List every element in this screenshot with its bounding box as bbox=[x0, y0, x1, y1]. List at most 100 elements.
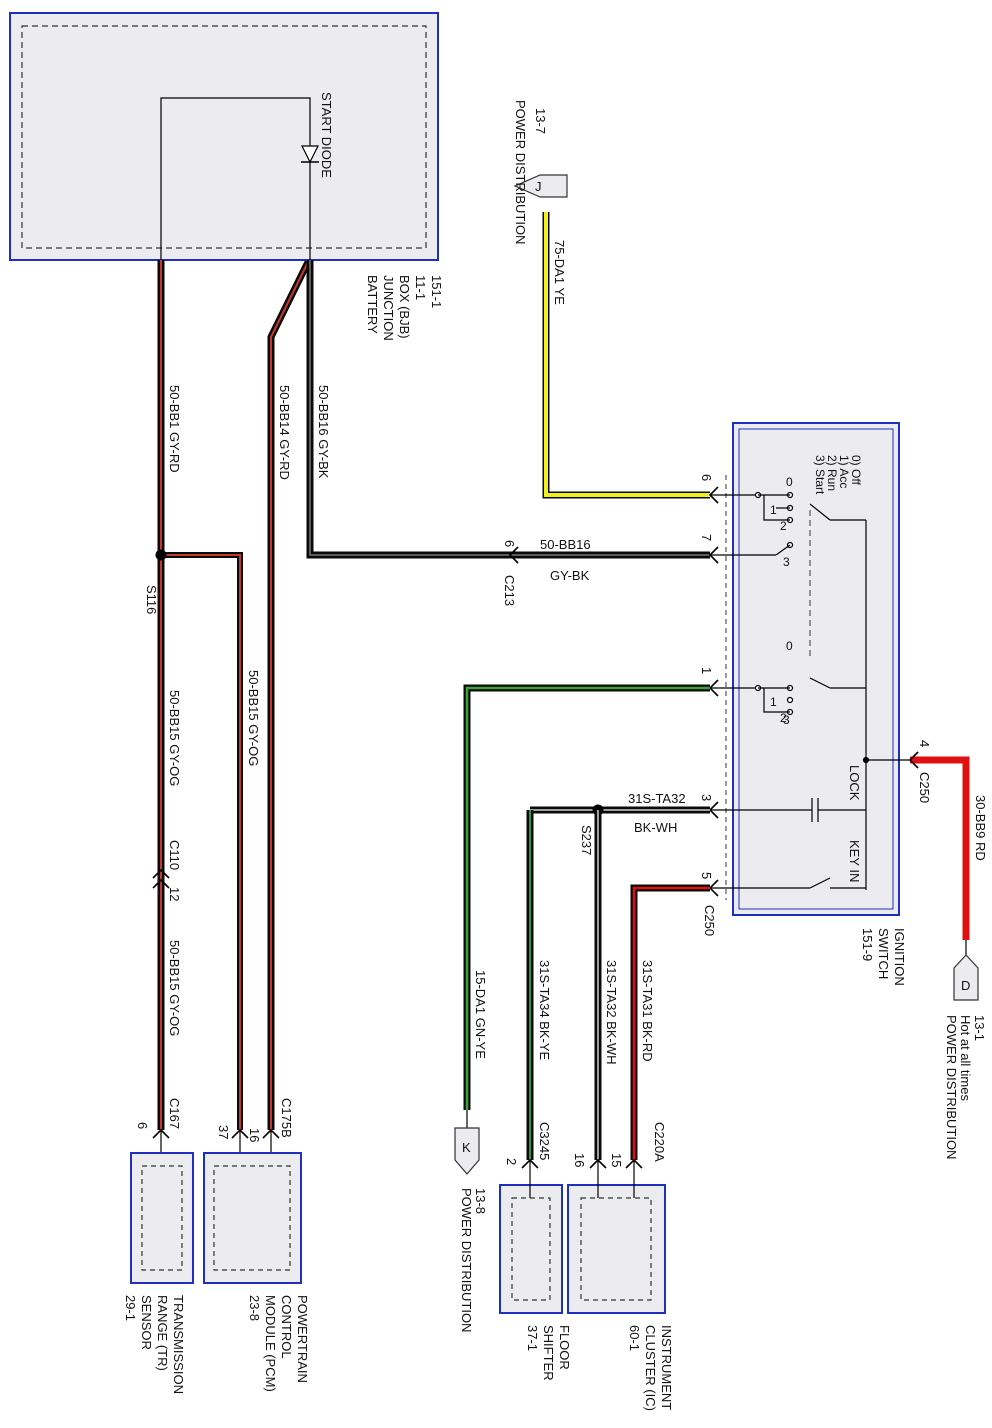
label-key-in: KEY IN bbox=[847, 840, 862, 882]
label-31s-ta32-v: 31S-TA32 BK-WH bbox=[604, 960, 619, 1065]
tr-sensor-box bbox=[130, 1152, 194, 1284]
pos-2a: 2 bbox=[780, 519, 787, 533]
label-c250-pin4: 4 bbox=[917, 740, 932, 747]
label-30-bb9: 30-BB9 RD bbox=[973, 795, 988, 861]
switch-pos-off: 0) Off bbox=[849, 455, 863, 485]
tr-label-line1: TRANSMISSION bbox=[171, 1295, 186, 1394]
label-c220a-pin16: 16 bbox=[572, 1153, 587, 1167]
start-diode-symbol bbox=[301, 145, 319, 164]
switch-pos-run: 2) Run bbox=[825, 455, 839, 491]
pcm-label-line3: MODULE (PCM) bbox=[263, 1295, 278, 1392]
wire-75-da1 bbox=[542, 212, 710, 499]
floor-shifter-label-line1: FLOOR bbox=[557, 1325, 572, 1370]
bjb-internal-circuit bbox=[160, 97, 311, 260]
lock-circuit bbox=[710, 688, 910, 890]
bjb-label-line3: BOX (BJB) bbox=[397, 275, 412, 339]
ignition-label-line1: IGNITION bbox=[892, 928, 907, 986]
label-50-bb16-h-color: GY-BK bbox=[550, 568, 590, 583]
label-s116: S116 bbox=[144, 585, 159, 614]
ignition-switch-section-1 bbox=[710, 491, 867, 688]
switch-connector-pin7 bbox=[708, 546, 719, 564]
pos-3b: 3 bbox=[783, 713, 790, 727]
ignition-switch-section-2 bbox=[710, 677, 866, 716]
label-31s-ta32-h-id: 31S-TA32 bbox=[628, 791, 686, 806]
label-c250-top: C250 bbox=[917, 772, 932, 803]
label-c3245: C3245 bbox=[537, 1122, 552, 1160]
power-k-label: POWER DISTRIBUTION bbox=[459, 1188, 474, 1332]
label-c110: C110 bbox=[167, 840, 182, 870]
pos-1a: 1 bbox=[770, 503, 777, 517]
label-31s-ta34: 31S-TA34 BK-YE bbox=[537, 960, 552, 1061]
connector-c110 bbox=[152, 868, 170, 889]
bjb-label-line5: 151-1 bbox=[429, 275, 444, 308]
power-j-label: POWER DISTRIBUTION bbox=[513, 100, 528, 244]
pcm-label-line1: POWERTRAIN bbox=[295, 1295, 310, 1383]
bjb-label-line2: JUNCTION bbox=[381, 275, 396, 341]
wire-15-da1 bbox=[463, 684, 710, 1110]
label-15-da1: 15-DA1 GN-YE bbox=[473, 970, 488, 1059]
ignition-switch-box bbox=[732, 422, 900, 916]
ic-label-line2: CLUSTER (IC) bbox=[643, 1325, 658, 1411]
power-d-ref: 13-1 bbox=[972, 1015, 987, 1041]
power-d-letter: D bbox=[961, 978, 970, 993]
ignition-label-line2: SWITCH bbox=[876, 928, 891, 979]
label-c175b-pin37: 37 bbox=[216, 1125, 231, 1139]
connector-c213 bbox=[508, 546, 519, 564]
floor-shifter-box bbox=[499, 1184, 563, 1314]
ic-label-line1: INSTRUMENT bbox=[659, 1325, 674, 1410]
pos-0a: 0 bbox=[786, 475, 793, 489]
power-d-label: POWER DISTRIBUTION bbox=[944, 1015, 959, 1159]
label-c213: C213 bbox=[502, 575, 517, 606]
pcm-box bbox=[203, 1152, 302, 1284]
label-sw-pin5: 5 bbox=[699, 872, 714, 879]
label-50-bb14: 50-BB14 GY-RD bbox=[277, 385, 292, 480]
label-31s-ta31: 31S-TA31 BK-RD bbox=[640, 960, 655, 1062]
connector-c250-top bbox=[908, 751, 919, 769]
power-k-pentagon bbox=[454, 1127, 480, 1175]
label-s237: S237 bbox=[579, 825, 594, 855]
ignition-label-line3: 151-9 bbox=[860, 928, 875, 961]
label-c220a-pin15: 15 bbox=[609, 1153, 624, 1167]
label-50-bb16-h-id: 50-BB16 bbox=[540, 537, 591, 552]
floor-shifter-label-line3: 37-1 bbox=[525, 1325, 540, 1351]
bjb-box bbox=[9, 12, 439, 261]
label-50-bb1: 50-BB1 GY-RD bbox=[167, 385, 182, 473]
label-sw-pin1: 1 bbox=[699, 667, 714, 674]
switch-pos-start: 3) Start bbox=[813, 455, 827, 495]
splice-s116 bbox=[155, 549, 167, 561]
label-sw-pin6: 6 bbox=[699, 474, 714, 481]
pcm-label-line4: 23-8 bbox=[247, 1295, 262, 1321]
label-50-bb15-a: 50-BB15 GY-OG bbox=[167, 690, 182, 786]
label-sw-pin7: 7 bbox=[699, 534, 714, 541]
pos-2b: 2 bbox=[780, 711, 787, 725]
label-75-da1: 75-DA1 YE bbox=[552, 240, 567, 305]
tr-label-line3: SENSOR bbox=[139, 1295, 154, 1350]
switch-pos-acc: 1) Acc bbox=[837, 455, 851, 488]
label-c220a: C220A bbox=[652, 1122, 667, 1162]
bjb-label-line1: BATTERY bbox=[365, 275, 380, 334]
pos-0b: 0 bbox=[786, 639, 793, 653]
bjb-label-line4: 11-1 bbox=[413, 275, 428, 300]
label-c175b: C175B bbox=[279, 1098, 294, 1138]
label-c175b-pin16: 16 bbox=[247, 1128, 262, 1142]
label-c250-bottom: C250 bbox=[702, 905, 717, 936]
switch-connector-pin6 bbox=[708, 486, 719, 504]
power-k-ref: 13-8 bbox=[473, 1188, 488, 1214]
label-31s-ta32-h-color: BK-WH bbox=[634, 820, 677, 835]
pos-1b: 1 bbox=[770, 695, 777, 709]
pcm-label-line2: CONTROL bbox=[279, 1295, 294, 1359]
bjb-inner-dashed bbox=[21, 25, 427, 249]
label-c213-pin: 6 bbox=[502, 540, 517, 547]
ic-label-line3: 60-1 bbox=[627, 1325, 642, 1351]
wire-30-bb9 bbox=[910, 756, 970, 940]
label-c3245-pin: 2 bbox=[504, 1158, 519, 1165]
label-50-bb16: 50-BB16 GY-BK bbox=[316, 385, 331, 479]
label-50-bb15-b: 50-BB15 GY-OG bbox=[246, 670, 261, 766]
power-d-sub: Hot at all times bbox=[958, 1015, 973, 1101]
power-j-pentagon bbox=[513, 174, 568, 198]
label-c110-pin: 12 bbox=[167, 887, 182, 901]
pos-3a: 3 bbox=[783, 555, 790, 569]
tr-label-line2: RANGE (TR) bbox=[155, 1295, 170, 1371]
